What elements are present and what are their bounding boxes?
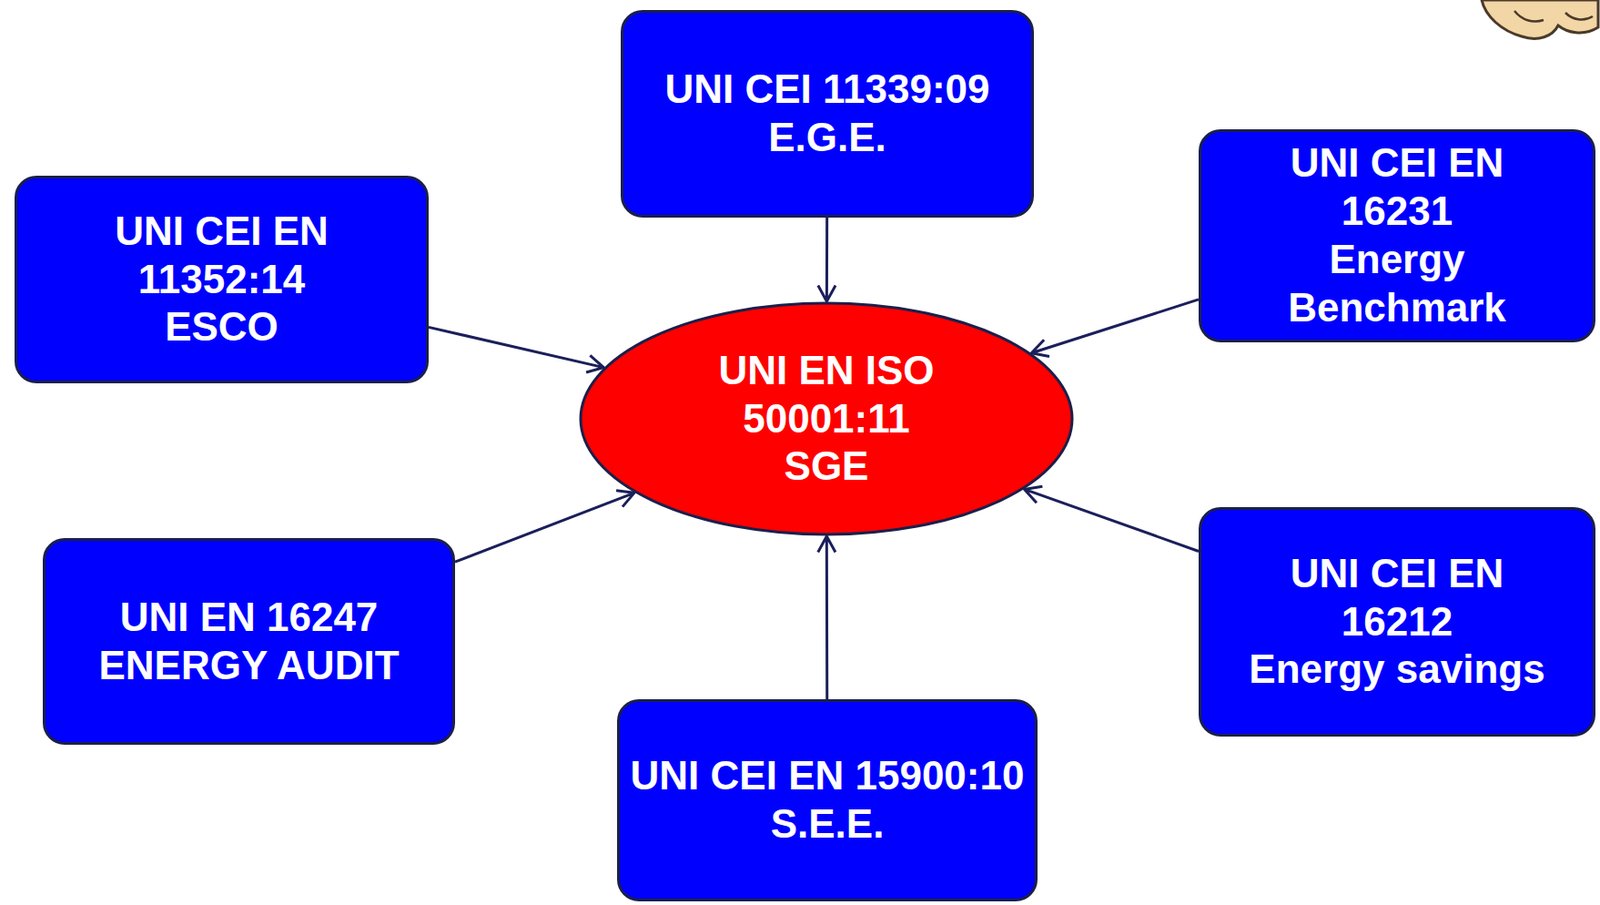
- ellipse-fill: [580, 303, 1073, 535]
- standard-topic: SGE: [784, 442, 870, 491]
- standard-topic: E.G.E.: [768, 113, 887, 163]
- standard-code: UNI CEI EN 11352:14: [85, 207, 359, 304]
- standard-box: UNI CEI EN 15900:10S.E.E.: [617, 698, 1039, 902]
- standard-box: UNI CEI EN 16231Energy Benchmark: [1198, 129, 1596, 343]
- arrow-connector: [1031, 299, 1199, 357]
- standard-box: UNI CEI EN 16212Energy savings: [1198, 506, 1596, 737]
- arrow-connector: [1024, 486, 1199, 551]
- arrow-connector: [818, 536, 836, 699]
- arrow-connector: [455, 490, 635, 563]
- arrow-connector: [428, 326, 604, 373]
- central-standard-ellipse: UNI EN ISO 50001:11SGE: [578, 301, 1074, 537]
- standard-code: UNI CEI 11339:09: [664, 65, 990, 114]
- standard-topic: Energy savings: [1248, 645, 1545, 694]
- standard-box: UNI CEI EN 11352:14ESCO: [14, 175, 429, 384]
- cartoon-detail: [1514, 10, 1593, 22]
- standard-box: UNI CEI 11339:09E.G.E.: [620, 10, 1034, 218]
- standard-box: UNI EN 16247ENERGY AUDIT: [42, 537, 456, 745]
- standard-code: UNI CEI EN 16212: [1240, 549, 1555, 647]
- arrow-connector: [818, 217, 836, 302]
- standard-code: UNI CEI EN 16231: [1260, 139, 1534, 236]
- standard-code: UNI CEI EN 15900:10: [630, 751, 1025, 800]
- standard-topic: ENERGY AUDIT: [98, 641, 399, 690]
- standard-topic: Energy Benchmark: [1260, 235, 1534, 333]
- standard-code: UNI EN 16247: [120, 593, 379, 642]
- standard-topic: ESCO: [164, 303, 279, 352]
- standard-topic: S.E.E.: [770, 800, 885, 849]
- cartoon-figure: [1481, 0, 1599, 39]
- standard-code: UNI EN ISO 50001:11: [680, 346, 973, 444]
